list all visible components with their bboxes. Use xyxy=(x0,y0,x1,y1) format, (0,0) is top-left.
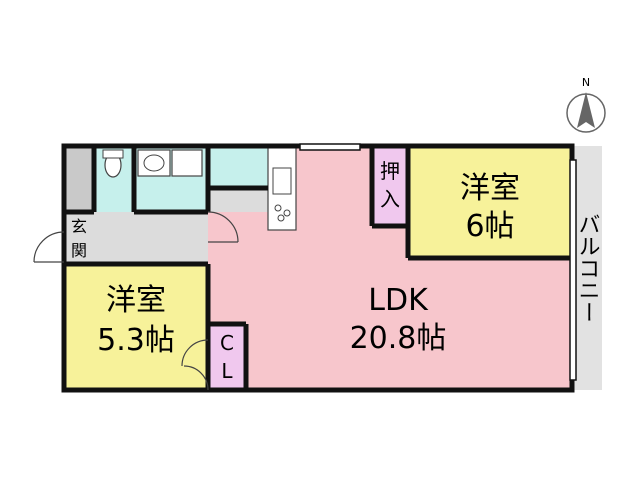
bath-cover xyxy=(208,146,268,188)
cl-closet xyxy=(208,324,246,390)
washbasin-bowl xyxy=(143,154,165,172)
stove-burner-icon xyxy=(283,209,291,217)
entrance-line1: 玄 xyxy=(71,217,87,236)
cl-line1: C xyxy=(220,331,234,355)
storage-strip xyxy=(64,146,94,212)
western-room-1-name: 洋室 xyxy=(460,171,520,206)
balcony-label: バルコニー xyxy=(575,213,600,323)
stove-burner-icon xyxy=(274,204,282,212)
entrance-line2: 関 xyxy=(71,241,87,260)
ldk-lower-area xyxy=(408,258,572,390)
oshiire-closet xyxy=(372,146,408,226)
ldk-name: LDK xyxy=(368,283,429,318)
stove-burner-icon xyxy=(277,214,285,222)
bath-cover-2 xyxy=(208,188,268,212)
hallway xyxy=(94,212,208,264)
windows xyxy=(299,143,577,381)
western-room-2-size: 5.3帖 xyxy=(97,323,175,358)
western-room-1 xyxy=(408,146,572,258)
western-room-1-size: 6帖 xyxy=(465,209,514,244)
western-room-2-name: 洋室 xyxy=(106,283,166,318)
sink xyxy=(272,167,292,195)
compass-needle-icon xyxy=(577,92,595,128)
ldk-size: 20.8帖 xyxy=(350,321,447,356)
washing-machine-space xyxy=(171,149,203,177)
cl-line2: L xyxy=(221,359,233,383)
toilet-tank xyxy=(102,149,124,159)
compass-label: N xyxy=(582,76,590,89)
western-room-2 xyxy=(64,264,208,390)
compass: N xyxy=(566,76,606,133)
balcony-area xyxy=(572,146,602,390)
door-swings xyxy=(33,211,239,391)
oshiire-line2: 入 xyxy=(380,187,400,211)
entrance-area xyxy=(64,212,94,264)
oshiire-line1: 押 xyxy=(380,159,400,183)
